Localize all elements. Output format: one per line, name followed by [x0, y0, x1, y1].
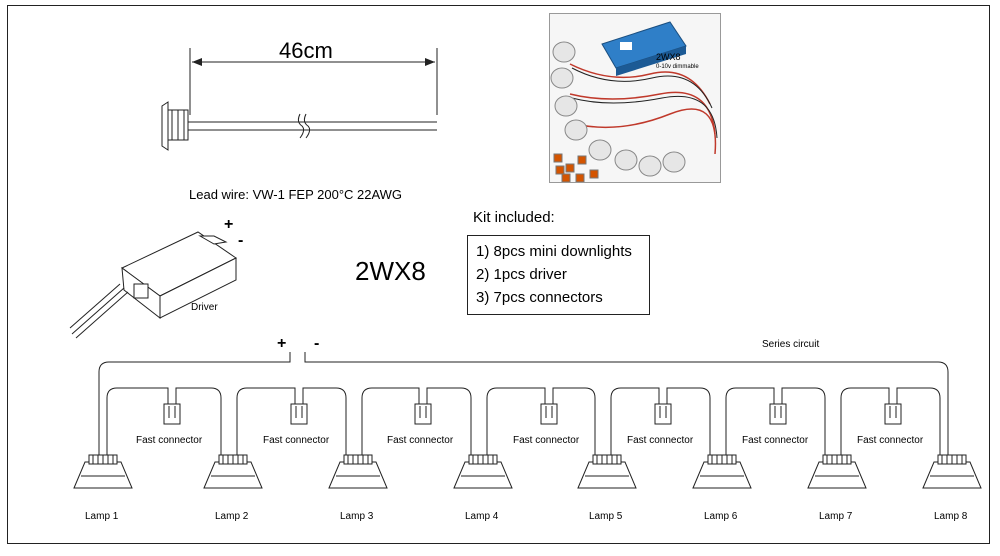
- wire-link: [610, 387, 660, 455]
- kit-item: 1) 8pcs mini downlights: [476, 243, 632, 260]
- connector-label: Fast connector: [513, 435, 580, 446]
- lamp-label: Lamp 3: [340, 511, 374, 522]
- connector-label: Fast connector: [857, 435, 924, 446]
- circuit-minus: -: [314, 335, 320, 352]
- connector-label: Fast connector: [263, 435, 330, 446]
- driver-minus: -: [238, 232, 244, 249]
- connector-label: Fast connector: [387, 435, 454, 446]
- lamp-icon: [807, 461, 867, 489]
- kit-item: 3) 7pcs connectors: [476, 289, 603, 306]
- lamp-label: Lamp 8: [934, 511, 968, 522]
- wire-link: [236, 387, 296, 455]
- kit-list: 1) 8pcs mini downlights 2) 1pcs driver 3…: [467, 235, 650, 315]
- wire-link: [781, 387, 826, 455]
- connector-icon: [884, 403, 902, 425]
- connector-icon: [769, 403, 787, 425]
- connector-label: Fast connector: [742, 435, 809, 446]
- wire-link: [106, 387, 169, 455]
- connector-icon: [414, 403, 432, 425]
- lamp-label: Lamp 7: [819, 511, 853, 522]
- wire-link: [666, 387, 711, 455]
- kit-item: 2) 1pcs driver: [476, 266, 567, 283]
- lamp-label: Lamp 5: [589, 511, 623, 522]
- connector-icon: [540, 403, 558, 425]
- kit-title: Kit included:: [473, 209, 555, 226]
- photo-driver-model: 2WX8: [656, 52, 681, 62]
- wire-plus: [98, 352, 291, 455]
- model-label: 2WX8: [355, 256, 426, 286]
- length-label: 46cm: [279, 38, 333, 63]
- lead-wire-spec: Lead wire: VW-1 FEP 200°C 22AWG: [189, 187, 403, 202]
- connector-icon: [290, 403, 308, 425]
- wire-link: [552, 387, 596, 455]
- lamp-label: Lamp 6: [704, 511, 738, 522]
- driver-label: Driver: [191, 302, 218, 313]
- lamp-label: Lamp 4: [465, 511, 499, 522]
- circuit-title: Series circuit: [762, 339, 820, 350]
- lamp-icon: [453, 461, 513, 489]
- wire-link: [840, 387, 890, 455]
- driver-plus: +: [224, 216, 234, 233]
- lamp-icon: [692, 461, 752, 489]
- diagram-frame: [7, 5, 990, 544]
- lamp-icon: [577, 461, 637, 489]
- lamp-icon: [203, 461, 263, 489]
- lamp-label: Lamp 2: [215, 511, 249, 522]
- product-photo-illustration: [550, 21, 718, 182]
- connector-label: Fast connector: [136, 435, 203, 446]
- lamp-icon: [922, 461, 982, 489]
- wire-link: [426, 387, 472, 455]
- wire-link: [486, 387, 546, 455]
- wire-link: [896, 387, 941, 455]
- wire-link: [302, 387, 347, 455]
- connector-icon: [163, 403, 181, 425]
- connector-icon: [654, 403, 672, 425]
- lamp-icon: [328, 461, 388, 489]
- wire-minus: [304, 352, 949, 455]
- product-photo: 2WX8 0-10v dimmable: [549, 13, 721, 183]
- circuit-plus: +: [277, 335, 287, 352]
- wire-link: [361, 387, 420, 455]
- photo-driver-spec: 0-10v dimmable: [656, 64, 699, 70]
- wire-link: [725, 387, 775, 455]
- wire-link: [175, 387, 222, 455]
- lamp-label: Lamp 1: [85, 511, 119, 522]
- lamp-icon: [73, 461, 133, 489]
- connector-label: Fast connector: [627, 435, 694, 446]
